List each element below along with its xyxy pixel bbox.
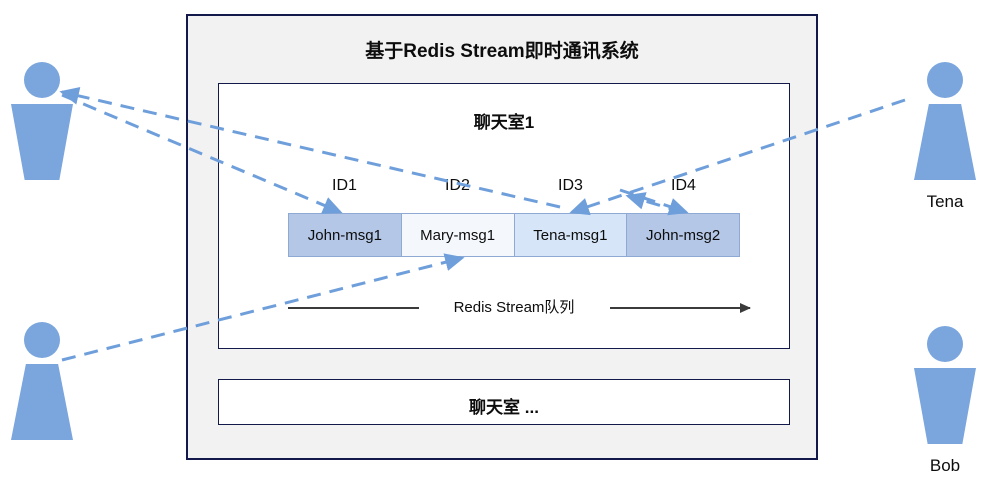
stream-message-cell-1[interactable]: John-msg1 [288, 213, 402, 257]
person-body-icon [11, 364, 73, 440]
stream-message-row: John-msg1 Mary-msg1 Tena-msg1 John-msg2 [288, 213, 740, 257]
system-title: 基于Redis Stream即时通讯系统 [365, 41, 639, 62]
queue-arrow-right-icon [610, 303, 751, 313]
person-top-left[interactable] [2, 62, 82, 192]
stream-message-cell-4[interactable]: John-msg2 [626, 213, 740, 257]
stream-id-label-1: ID1 [332, 177, 357, 194]
stream-id-label-3: ID3 [558, 177, 583, 194]
person-head-icon [24, 322, 60, 358]
person-bottom-right-bob[interactable]: Bob [905, 326, 985, 476]
stream-id-label-4: ID4 [671, 177, 696, 194]
person-head-icon [927, 326, 963, 362]
stream-id-row: ID1 ID2 ID3 ID4 [288, 177, 740, 195]
person-name-label-bob: Bob [929, 456, 961, 475]
person-head-icon [24, 62, 60, 98]
person-body-icon [914, 104, 976, 180]
chat-room-1-title: 聊天室1 [473, 113, 535, 132]
person-name-label-tena: Tena [926, 192, 964, 211]
person-body-icon [11, 104, 73, 180]
person-bottom-left[interactable] [2, 322, 82, 452]
queue-label: Redis Stream队列 [453, 299, 575, 316]
person-top-right-tena[interactable]: Tena [905, 62, 985, 212]
person-head-icon [927, 62, 963, 98]
stream-message-cell-3[interactable]: Tena-msg1 [513, 213, 628, 257]
person-body-icon [914, 368, 976, 444]
chat-room-2-title: 聊天室 ... [469, 398, 539, 417]
chat-room-2-box [218, 379, 790, 425]
stream-message-cell-2[interactable]: Mary-msg1 [400, 213, 515, 257]
stream-id-label-2: ID2 [445, 177, 470, 194]
